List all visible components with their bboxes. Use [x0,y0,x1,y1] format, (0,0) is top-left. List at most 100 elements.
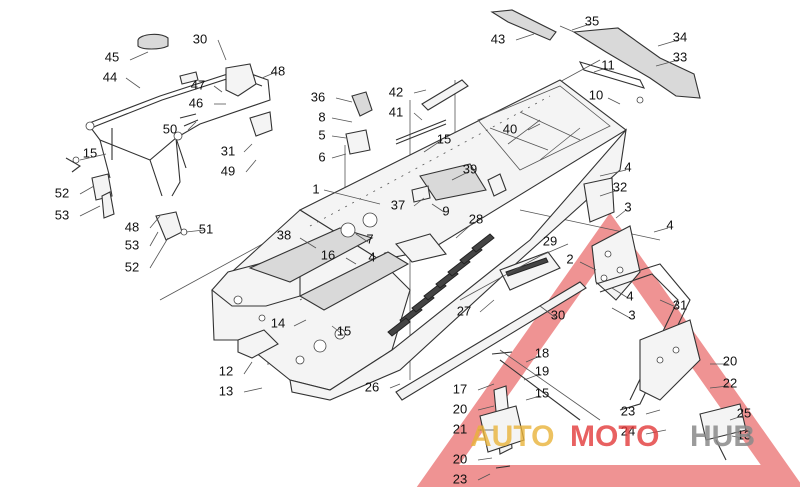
callout-c4b: 4 [624,159,631,174]
leader-line [599,169,627,177]
callout-c14: 14 [271,315,285,330]
leader-line [593,67,607,73]
callout-c46: 46 [189,95,203,110]
leader-line [539,243,569,257]
leader-line [323,189,381,205]
leader-line [389,383,401,389]
leader-line [477,473,491,481]
watermark-hub: HUB [690,420,755,453]
leader-line [413,89,427,94]
leader-line [149,237,169,269]
leader-line [611,287,629,299]
callout-c52b: 52 [125,259,139,274]
callout-c40: 40 [503,121,517,136]
leader-line [579,261,597,271]
callout-c9: 9 [442,203,449,218]
bumper-assembly [65,33,273,241]
leader-line [479,299,495,313]
callout-c18: 18 [535,345,549,360]
leader-line [413,112,423,121]
leader-line [729,415,743,421]
leader-line [455,221,475,239]
callout-c37: 37 [391,197,405,212]
callout-c29: 29 [543,233,557,248]
callout-c34: 34 [673,29,687,44]
callout-c5: 5 [318,127,325,142]
rear-flap [490,9,701,104]
leader-line [527,123,541,131]
leader-line [149,231,159,247]
callout-c33: 33 [673,49,687,64]
callout-c15d: 15 [535,385,549,400]
callout-c4a: 4 [368,249,375,264]
leader-line [331,117,353,123]
leader-line [657,39,679,47]
callout-c21: 21 [453,421,467,436]
leader-line [125,77,141,89]
leader-line [611,307,631,319]
callout-c20a: 20 [453,401,467,416]
leader-line [79,205,101,217]
callout-c22: 22 [723,375,737,390]
leader-line [709,385,729,389]
callout-c32: 32 [613,179,627,194]
leader-line [243,361,253,375]
leader-line [477,405,495,411]
callout-c3b: 3 [628,307,635,322]
callout-c48b: 48 [125,219,139,234]
callout-c49: 49 [221,163,235,178]
callout-c38: 38 [277,227,291,242]
callout-c6: 6 [318,149,325,164]
leader-line [653,227,669,233]
leader-line [645,409,661,415]
chassis-tunnel [211,79,627,401]
callout-c2: 2 [566,251,573,266]
leader-line [331,153,347,159]
tunnel-vents [387,233,495,337]
leader-line [79,153,107,161]
callout-c15b: 15 [437,131,451,146]
callout-c20c: 20 [723,353,737,368]
lower-rails [237,255,747,469]
leader-line [79,185,95,195]
callout-c19: 19 [535,363,549,378]
callout-c30b: 30 [551,307,565,322]
callout-c23b: 23 [621,403,635,418]
leader-line [451,171,469,181]
callout-c26: 26 [365,379,379,394]
leader-line [525,395,541,401]
callout-c16: 16 [321,247,335,262]
callout-c27: 27 [457,303,471,318]
callout-c3a: 3 [624,199,631,214]
leader-line [599,189,619,197]
callout-c31b: 31 [673,297,687,312]
callout-c43: 43 [491,31,505,46]
callout-c39: 39 [463,161,477,176]
leader-line [659,299,679,309]
watermark-text: AUTO MOTO HUB [470,420,755,453]
leader-line [245,159,257,173]
callout-c41: 41 [389,104,403,119]
callout-c15a: 15 [83,145,97,160]
leader-line [149,215,161,229]
watermark-moto: MOTO [570,420,659,453]
callout-c44: 44 [103,69,117,84]
leader-line [423,139,443,153]
leader-line [355,233,369,243]
callout-c36: 36 [311,89,325,104]
leader-line [331,325,343,335]
callout-c17: 17 [453,381,467,396]
leader-line [655,59,679,67]
callout-c42: 42 [389,84,403,99]
callout-c4d: 4 [626,288,633,303]
leader-line [187,121,197,131]
callout-c1: 1 [312,181,319,196]
callout-c28: 28 [469,211,483,226]
leader-line [525,355,541,363]
callout-c48a: 48 [271,63,285,78]
leader-line [477,383,495,391]
leader-line [413,197,425,207]
leader-line [331,135,347,139]
